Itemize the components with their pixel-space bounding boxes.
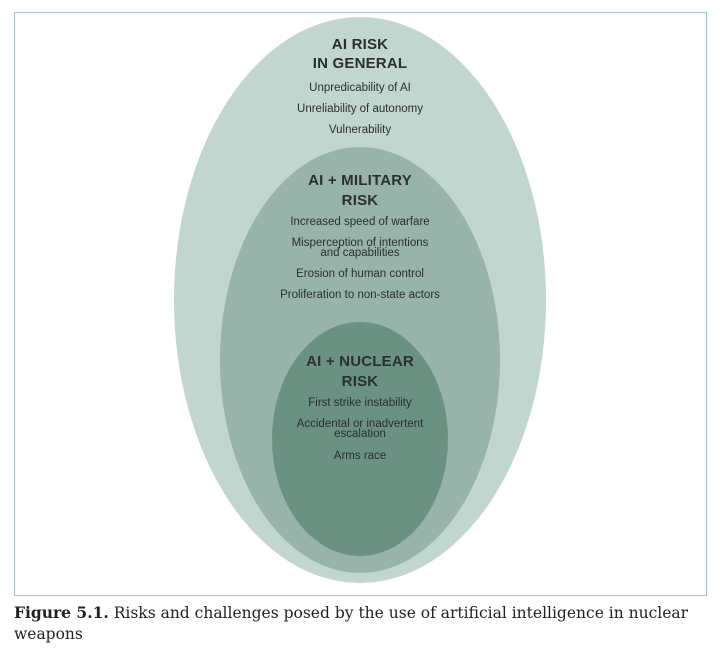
outer-title-2: IN GENERAL [312,55,408,72]
nested-ellipses [174,17,546,583]
middle-title-2: RISK [341,192,379,209]
inner-ellipse-ai-nuclear [272,322,448,556]
outer-item: Unpredicability of AI [309,82,411,94]
inner-title-2: RISK [341,373,379,390]
middle-item: and capabilities [320,247,400,259]
middle-item: Misperception of intentions [291,237,429,249]
outer-title-1: AI RISK [331,36,389,53]
middle-item: Erosion of human control [296,268,424,280]
figure-frame [14,12,707,596]
inner-title-1: AI + NUCLEAR [306,353,414,370]
figure-caption: Figure 5.1. Risks and challenges posed b… [14,602,714,645]
outer-item: Vulnerability [328,124,392,136]
outer-item: Unreliability of autonomy [297,103,423,115]
caption-label: Figure 5.1. [14,603,109,622]
middle-item: Proliferation to non-state actors [280,289,440,301]
inner-item: Arms race [333,450,387,462]
inner-item: Accidental or inadvertent [296,418,424,430]
inner-item: First strike instability [308,397,412,409]
middle-item: Increased speed of warfare [290,216,430,228]
inner-item: escalation [334,428,386,440]
caption-text: Risks and challenges posed by the use of… [14,604,689,643]
middle-title-1: AI + MILITARY [308,172,412,189]
